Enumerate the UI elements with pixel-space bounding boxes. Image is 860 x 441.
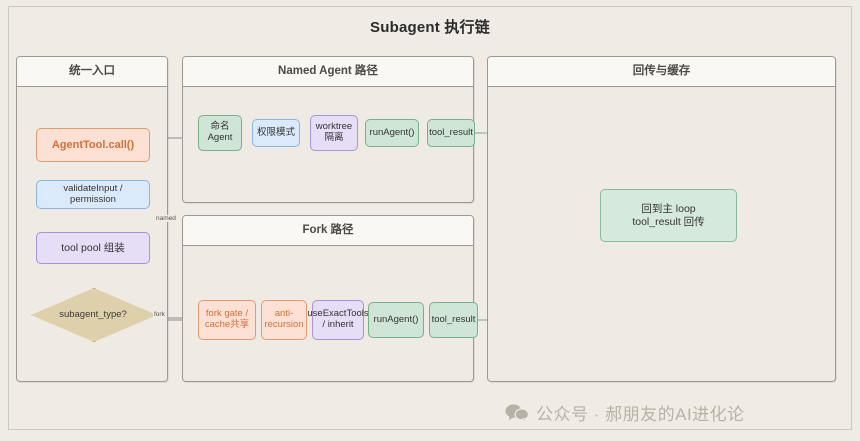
edge-label-named: named bbox=[155, 215, 177, 222]
panel-title-fork-path: Fork 路径 bbox=[183, 216, 473, 246]
panel-unified-entry: 统一入口 bbox=[16, 56, 168, 382]
node-named-agent[interactable]: 命名 Agent bbox=[198, 115, 242, 151]
node-fork-tool-result[interactable]: tool_result bbox=[429, 302, 478, 338]
node-fork-gate-cache-share[interactable]: fork gate / cache共享 bbox=[198, 300, 256, 340]
node-anti-recursion[interactable]: anti- recursion bbox=[261, 300, 307, 340]
panel-title-unified-entry: 统一入口 bbox=[17, 57, 167, 87]
panel-title-named-agent-path: Named Agent 路径 bbox=[183, 57, 473, 87]
node-use-exact-tools-inherit[interactable]: useExactTools / inherit bbox=[307, 300, 369, 340]
watermark: 公众号 · 郝朋友的AI进化论 bbox=[505, 400, 745, 425]
wechat-bubbles-icon bbox=[505, 403, 529, 423]
node-subagent-type-decision[interactable]: subagent_type? bbox=[31, 288, 157, 342]
node-tool-pool-assembly[interactable]: tool pool 组装 bbox=[36, 232, 150, 264]
node-agenttool-call[interactable]: AgentTool.call() bbox=[36, 128, 150, 162]
node-validate-input-permission[interactable]: validateInput / permission bbox=[36, 180, 150, 209]
edge-label-fork: fork bbox=[153, 311, 166, 318]
node-permission-mode[interactable]: 权限模式 bbox=[252, 119, 300, 147]
node-fork-run-agent[interactable]: runAgent() bbox=[368, 302, 424, 338]
node-worktree-isolation[interactable]: worktree 隔离 bbox=[310, 115, 358, 151]
node-named-run-agent[interactable]: runAgent() bbox=[365, 119, 419, 147]
decision-label: subagent_type? bbox=[59, 308, 127, 320]
node-named-tool-result[interactable]: tool_result bbox=[427, 119, 475, 147]
watermark-text: 公众号 · 郝朋友的AI进化论 bbox=[536, 405, 745, 424]
page-title: Subagent 执行链 bbox=[370, 19, 490, 36]
node-return-to-main-loop[interactable]: 回到主 loop tool_result 回传 bbox=[600, 189, 737, 242]
panel-fork-path: Fork 路径 bbox=[182, 215, 474, 382]
panel-title-return-and-cache: 回传与缓存 bbox=[488, 57, 835, 87]
